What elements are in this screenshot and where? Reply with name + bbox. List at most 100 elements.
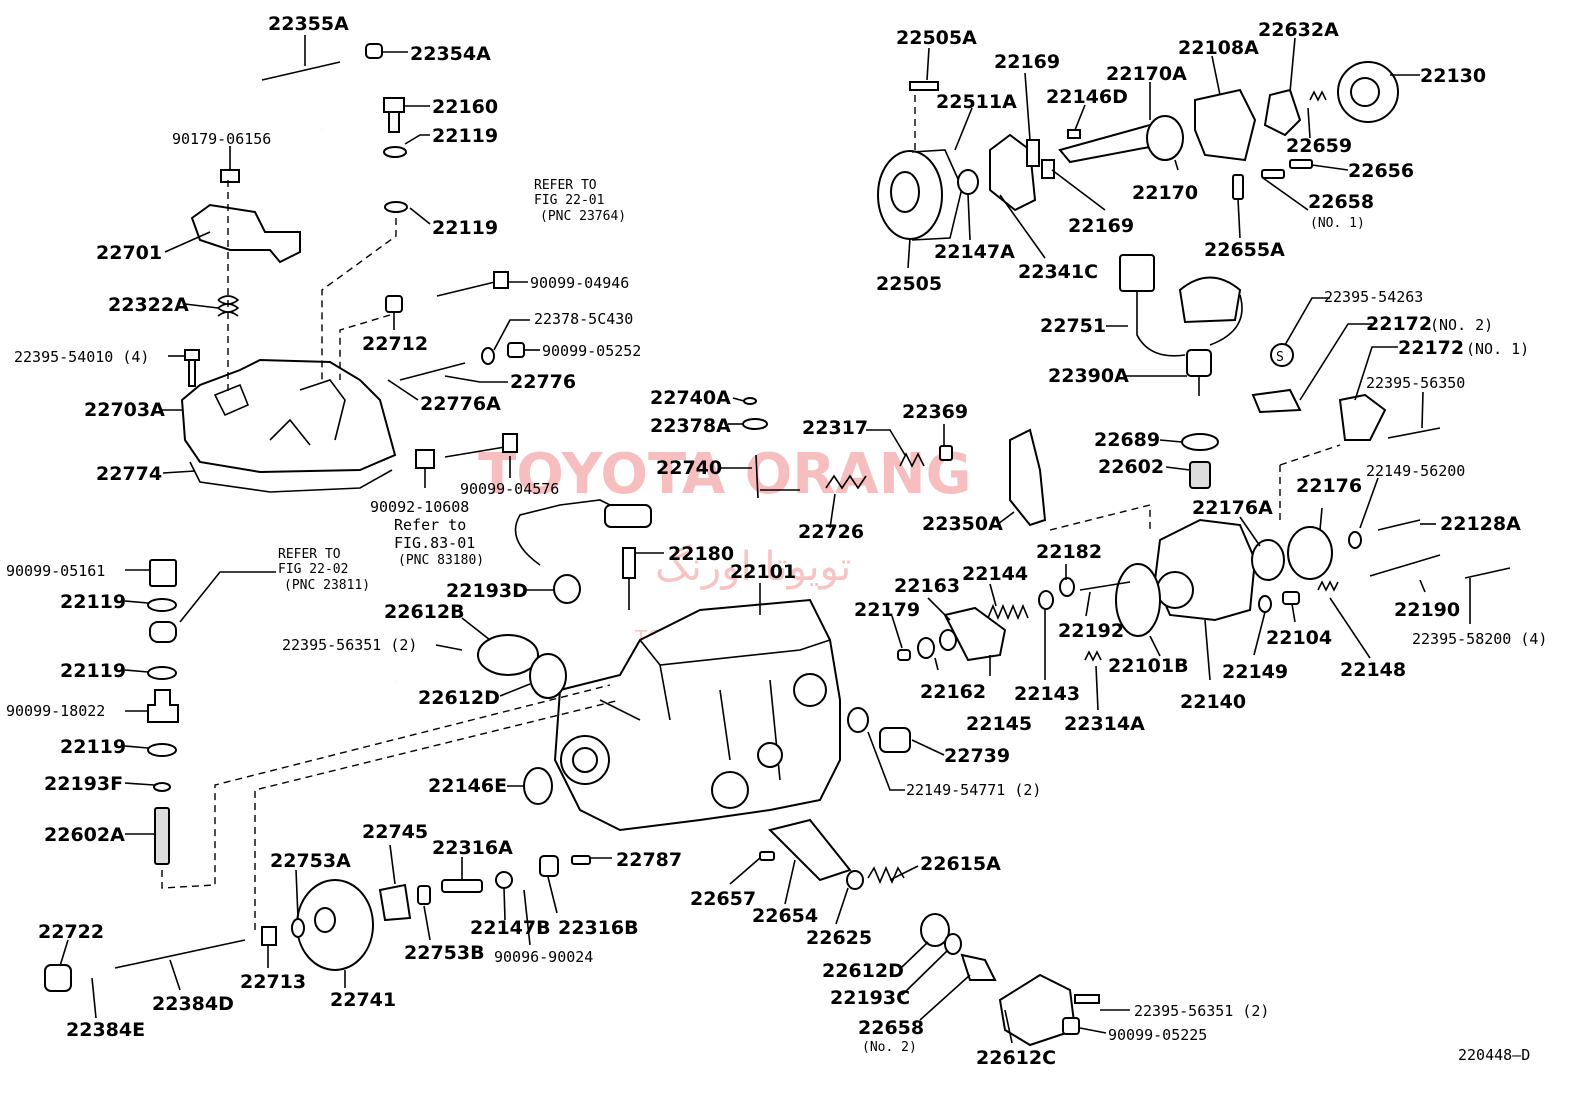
part-label: 22395-56351 (2) (1134, 1002, 1269, 1020)
part-label: 22378A (650, 415, 731, 437)
ref-top-line3: (PNC 23764) (540, 209, 626, 224)
washer-part (147, 666, 177, 680)
part-label: 22147A (934, 241, 1015, 263)
leader-lines (59, 35, 1471, 1044)
part-label: 22659 (1286, 135, 1352, 157)
part-label: 22146E (428, 775, 507, 797)
part-label: 22776 (510, 371, 576, 393)
part-label: 22689 (1094, 429, 1160, 451)
nut-part (1062, 1017, 1080, 1035)
filter-part (1189, 461, 1211, 489)
port-part (793, 673, 827, 707)
screw-part (909, 81, 939, 91)
pin-part (759, 851, 775, 861)
part-label: 22511A (936, 91, 1017, 113)
washer-part (495, 871, 513, 889)
part-label: 22149-54771 (2) (906, 781, 1041, 799)
part-label: 22146D (1046, 86, 1128, 108)
washer-part (383, 146, 407, 158)
part-label: 22108A (1178, 37, 1259, 59)
part-label: 90179-06156 (172, 130, 271, 148)
pipe-inner (321, 128, 526, 202)
bolt-part (1464, 567, 1511, 579)
rod-part (114, 939, 246, 969)
gasket-part (189, 461, 393, 493)
part-label: 22703A (84, 399, 165, 421)
washer-part (742, 418, 768, 430)
part-label: 22505 (876, 273, 942, 295)
oring-part (553, 574, 581, 604)
part-labels: 22355A 22354A 22160 22119 90179-06156 22… (6, 13, 1547, 1069)
oring-part (920, 913, 950, 947)
part-label: 22632A (1258, 19, 1339, 41)
part-label: 22726 (798, 521, 864, 543)
part-label: 22384E (66, 1019, 145, 1041)
part-label: 90099-05225 (1108, 1026, 1207, 1044)
connector-part (1119, 254, 1155, 292)
filter-part (154, 807, 170, 865)
part-label: 22170 (1132, 182, 1198, 204)
oring-part (944, 933, 962, 955)
reference-notes: REFER TO FIG 22-01 (PNC 23764) REFER TO … (278, 178, 1530, 1064)
housing-detail (599, 639, 831, 781)
part-label: 22739 (944, 745, 1010, 767)
oring-part (847, 707, 869, 733)
washer-part (291, 918, 305, 938)
part-label: 22176 (1296, 475, 1362, 497)
head-port (1156, 571, 1194, 609)
switch-part (1186, 349, 1212, 377)
nut-part (385, 295, 403, 313)
nut-part (415, 449, 435, 469)
bracket-part (1338, 393, 1387, 441)
part-label: 22190 (1394, 599, 1460, 621)
cap-part (149, 559, 177, 587)
part-label: 22354A (410, 43, 491, 65)
part-label: 22369 (902, 401, 968, 423)
part-label: 22612D (418, 687, 500, 709)
washer-part (1258, 595, 1272, 613)
bolt-shank (388, 111, 400, 133)
cap-part (1178, 276, 1242, 324)
cover-detail (213, 379, 346, 446)
wire-part (261, 61, 341, 81)
part-label: 22722 (38, 921, 104, 943)
washer-part (917, 637, 935, 659)
part-label: 22615A (920, 853, 1001, 875)
valve-part (1287, 526, 1333, 580)
screw-part (1074, 994, 1100, 1004)
part-label: 22147B (470, 917, 551, 939)
part-label: 22314A (1064, 713, 1145, 735)
part-label: 22776A (420, 393, 501, 415)
oring-part (743, 397, 757, 405)
part-label: 22390A (1048, 365, 1129, 387)
watermark-brand: TOYOTA ORANG (478, 442, 972, 507)
rotor-part (1263, 88, 1302, 137)
part-label: 90096-90024 (494, 948, 593, 966)
cover-plate-part (477, 634, 539, 676)
washer-part (1038, 590, 1054, 610)
screw-part (939, 445, 953, 461)
part-label: 22119 (432, 125, 498, 147)
part-label: 22317 (802, 417, 868, 439)
part-label: 22602 (1098, 456, 1164, 478)
part-label: 22602A (44, 824, 125, 846)
port-inner (572, 747, 598, 773)
part-label: 22128A (1440, 513, 1521, 535)
key-part (1026, 139, 1040, 167)
part-label: 22740 (656, 457, 722, 479)
part-label: 22774 (96, 463, 162, 485)
part-label: 22341C (1018, 261, 1098, 283)
part-label: 22172 (1366, 313, 1432, 335)
note-no2: (No. 2) (862, 1040, 917, 1055)
part-label: 22505A (896, 27, 977, 49)
note-no2-b: (NO. 2) (1430, 316, 1493, 334)
cap-part (365, 43, 383, 59)
part-label: 22169 (994, 51, 1060, 73)
ref-left-line3: (PNC 23811) (284, 578, 370, 593)
watermark-persian: تویوتا اورنگ (655, 544, 851, 590)
bolt-head (493, 271, 509, 289)
part-label: 22170A (1106, 63, 1187, 85)
pin-part (1232, 174, 1244, 200)
sensor-part (622, 547, 636, 579)
s-mark-text: S (1276, 350, 1284, 365)
